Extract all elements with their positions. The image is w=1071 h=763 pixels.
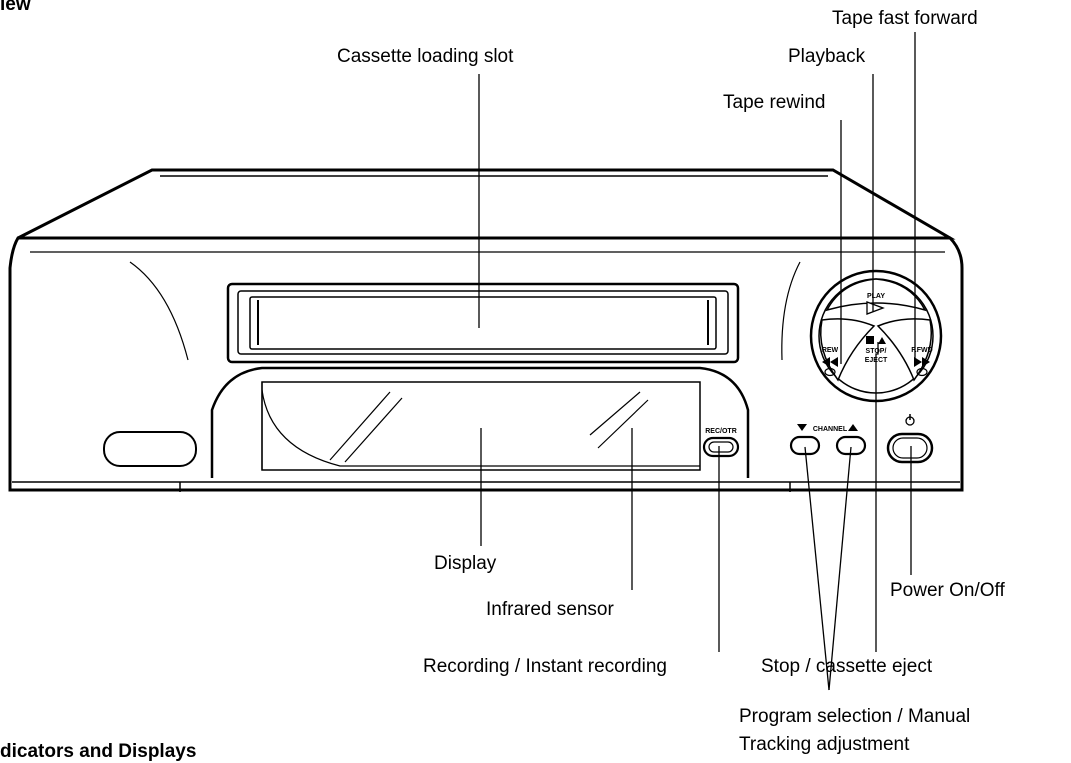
display-reflection-4 <box>597 399 649 449</box>
ffwd-search-icon <box>916 367 928 377</box>
play-icon <box>866 301 885 315</box>
channel-down-button[interactable] <box>789 435 821 456</box>
ffwd-label: F.FWD <box>911 347 932 354</box>
rewind-search-icon <box>824 367 836 377</box>
fast-forward-icon-2 <box>922 357 930 367</box>
rewind-icon <box>822 357 830 367</box>
rewind-button[interactable] <box>819 318 876 382</box>
display-reflection-2 <box>344 397 403 463</box>
cassette-slot-inner <box>237 290 729 355</box>
callout-tape-rewind: Tape rewind <box>723 92 826 113</box>
callout-recording: Recording / Instant recording <box>423 656 667 677</box>
rec-otr-button-inner <box>708 441 734 453</box>
callout-cassette-loading-slot: Cassette loading slot <box>337 46 514 67</box>
vcr-bezel-curve-left <box>129 261 189 361</box>
play-label: PLAY <box>867 293 885 300</box>
vcr-bezel-curve-right <box>781 261 801 361</box>
display-window-frame <box>210 366 750 478</box>
channel-up-icon <box>848 424 858 431</box>
callout-program-selection-line1: Program selection / Manual <box>739 706 971 727</box>
callout-infrared-sensor: Infrared sensor <box>486 599 614 620</box>
leader-channel-down <box>804 446 830 691</box>
stop-eject-icon <box>866 336 874 344</box>
rec-otr-label: REC/OTR <box>705 428 737 435</box>
power-button-inner <box>892 437 928 459</box>
channel-label: CHANNEL <box>813 426 848 433</box>
display-reflection-1 <box>329 391 391 461</box>
callout-playback: Playback <box>788 46 866 67</box>
front-badge <box>103 431 197 467</box>
section-heading-bottom: dicators and Displays <box>0 741 197 762</box>
section-heading-top: iew <box>0 0 31 15</box>
vcr-top-cover <box>17 168 956 240</box>
callout-program-selection-line2: Tracking adjustment <box>739 734 910 755</box>
fast-forward-icon <box>914 357 922 367</box>
vcr-body <box>8 236 964 492</box>
rewind-icon-2 <box>830 357 838 367</box>
display-reflection-3 <box>589 391 641 436</box>
callout-display: Display <box>434 553 497 574</box>
rew-label: REW <box>822 347 839 354</box>
callout-tape-fast-forward: Tape fast forward <box>832 8 978 29</box>
stop-eject-icon-arrow <box>878 337 886 344</box>
callout-power: Power On/Off <box>890 580 1005 601</box>
stop-label-line1: STOP/ <box>866 348 887 355</box>
display-inner-curve <box>261 389 700 467</box>
fast-forward-button[interactable] <box>876 318 933 382</box>
cassette-slot-door <box>249 296 717 350</box>
power-button[interactable] <box>886 432 934 464</box>
channel-down-icon <box>797 424 807 431</box>
callout-stop-eject: Stop / cassette eject <box>761 656 933 677</box>
leader-stop-eject <box>875 342 879 652</box>
leader-channel-up <box>828 446 852 691</box>
leader-lines <box>478 32 916 691</box>
cassette-slot-outer <box>226 282 740 364</box>
